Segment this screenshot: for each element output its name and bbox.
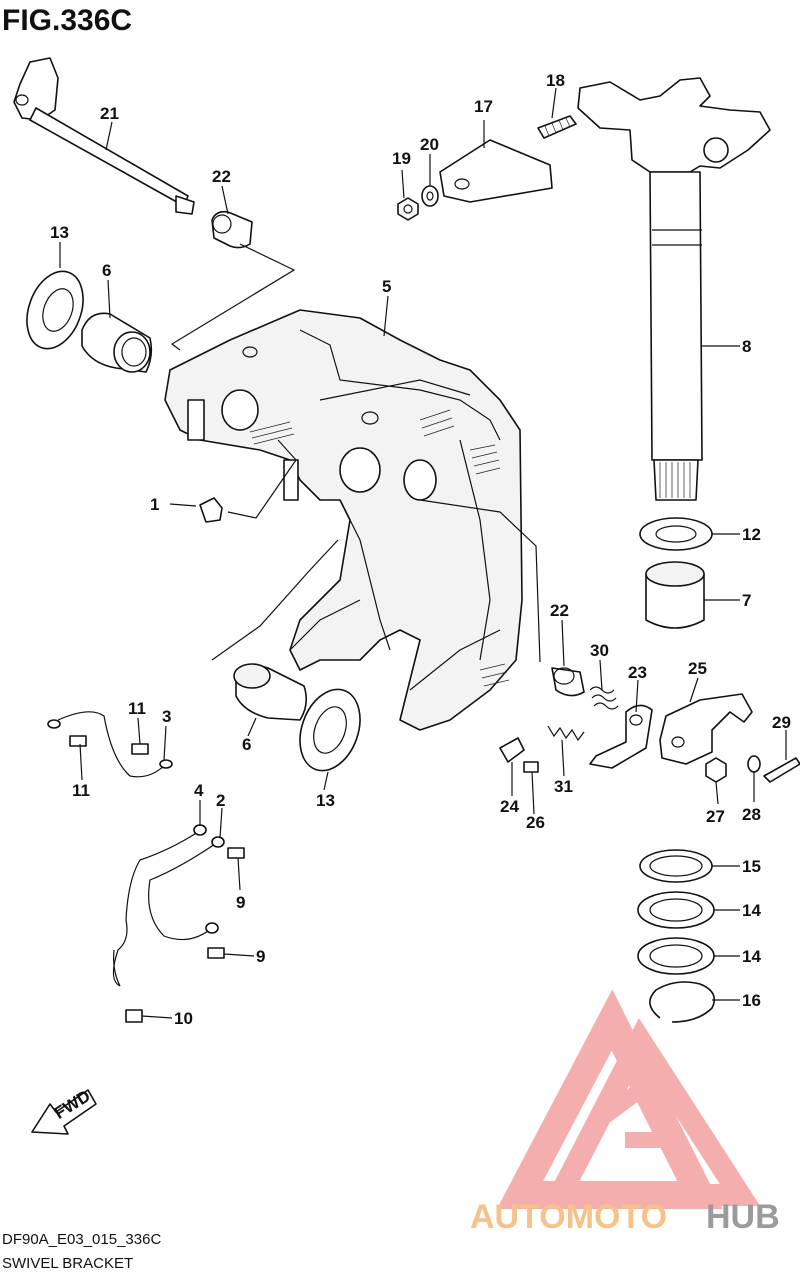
part-20-washer <box>421 185 439 207</box>
callout-6-upper: 6 <box>102 261 111 280</box>
callout-14-lower: 14 <box>742 947 761 966</box>
part-21-tilt-shaft <box>13 57 195 215</box>
callout-6-lower: 6 <box>242 735 251 754</box>
part-7-bushing <box>645 561 705 629</box>
callout-29: 29 <box>772 713 791 732</box>
part-5-swivel-bracket <box>164 309 523 731</box>
callout-30: 30 <box>590 641 609 660</box>
part-8-steering-shaft <box>577 77 771 501</box>
part-22-bushing-upper <box>211 210 253 249</box>
part-13-washer-lower <box>299 688 361 772</box>
callout-22-lower: 22 <box>550 601 569 620</box>
part-17-bracket-plate <box>439 139 553 203</box>
callout-28: 28 <box>742 805 761 824</box>
part-24-clip <box>499 737 525 763</box>
callout-24: 24 <box>500 797 519 816</box>
callout-16: 16 <box>742 991 761 1010</box>
callout-9-upper: 9 <box>236 893 245 912</box>
part-28-washer <box>747 755 761 773</box>
callout-2: 2 <box>216 791 225 810</box>
callout-20: 20 <box>420 135 439 154</box>
part-23-lever <box>589 704 653 769</box>
part-27-nut <box>705 757 727 783</box>
fwd-arrow: FWD <box>31 1086 97 1135</box>
part-3-ground-wire <box>47 711 173 778</box>
callout-18: 18 <box>546 71 565 90</box>
part-6-bushing-lower <box>233 663 308 721</box>
part-9-bolt-a <box>227 847 245 859</box>
part-14-washer-lower <box>637 937 715 975</box>
callout-13-lower: 13 <box>316 791 335 810</box>
callout-31: 31 <box>554 777 573 796</box>
callout-1: 1 <box>150 495 159 514</box>
callout-23: 23 <box>628 663 647 682</box>
callout-12: 12 <box>742 525 761 544</box>
part-15-washer <box>639 849 713 883</box>
figure-code: DF90A_E03_015_336C <box>2 1231 161 1248</box>
part-16-circlip <box>649 981 716 1023</box>
figure-name: SWIVEL BRACKET <box>2 1255 133 1272</box>
callout-27: 27 <box>706 807 725 826</box>
part-12-washer <box>639 517 713 551</box>
part-2-ground-wire <box>148 836 225 941</box>
callout-19: 19 <box>392 149 411 168</box>
part-4-ground-wire <box>112 824 207 987</box>
part-9-bolt-b <box>207 947 225 959</box>
callout-15: 15 <box>742 857 761 876</box>
callout-26: 26 <box>526 813 545 832</box>
callout-8: 8 <box>742 337 751 356</box>
part-13-washer-upper <box>26 270 84 350</box>
watermark-text-hub: HUB <box>706 1198 780 1236</box>
watermark-text-automoto: AUTOMOTO <box>470 1198 667 1236</box>
part-19-nut <box>397 197 419 221</box>
callout-11-upper: 11 <box>128 699 146 718</box>
part-26-bolt <box>523 761 539 773</box>
part-6-bushing-upper <box>81 312 153 373</box>
callout-22-upper: 22 <box>212 167 231 186</box>
leader-lines <box>59 87 787 1019</box>
watermark-logo <box>496 989 761 1209</box>
callout-21: 21 <box>100 104 119 123</box>
callout-17: 17 <box>474 97 493 116</box>
callout-3: 3 <box>162 707 171 726</box>
callout-14-upper: 14 <box>742 901 761 920</box>
part-11-bolt-a <box>69 735 87 747</box>
part-30-spring <box>589 686 619 710</box>
part-1-grease-nipple <box>199 497 223 523</box>
part-22-bushing-lower <box>551 667 585 697</box>
part-10-bolt <box>125 1009 143 1023</box>
part-31-spring <box>547 725 585 742</box>
callout-25: 25 <box>688 659 707 678</box>
part-14-washer-upper <box>637 891 715 929</box>
callout-9-lower: 9 <box>256 947 265 966</box>
part-25-lock-lever <box>659 693 753 765</box>
callout-4: 4 <box>194 781 204 800</box>
callout-5: 5 <box>382 277 391 296</box>
part-18-stud <box>537 115 577 139</box>
callout-11-lower: 11 <box>72 781 90 800</box>
assembly-lines <box>170 243 541 663</box>
callout-13-upper: 13 <box>50 223 69 242</box>
figure-title: FIG.336C <box>2 4 132 37</box>
part-29-cotter-pin <box>763 757 800 783</box>
callout-labels: 21 22 13 6 5 8 1 12 7 17 18 19 20 6 13 2… <box>50 71 791 1028</box>
callout-7: 7 <box>742 591 751 610</box>
callout-10: 10 <box>174 1009 193 1028</box>
part-11-bolt-b <box>131 743 149 755</box>
